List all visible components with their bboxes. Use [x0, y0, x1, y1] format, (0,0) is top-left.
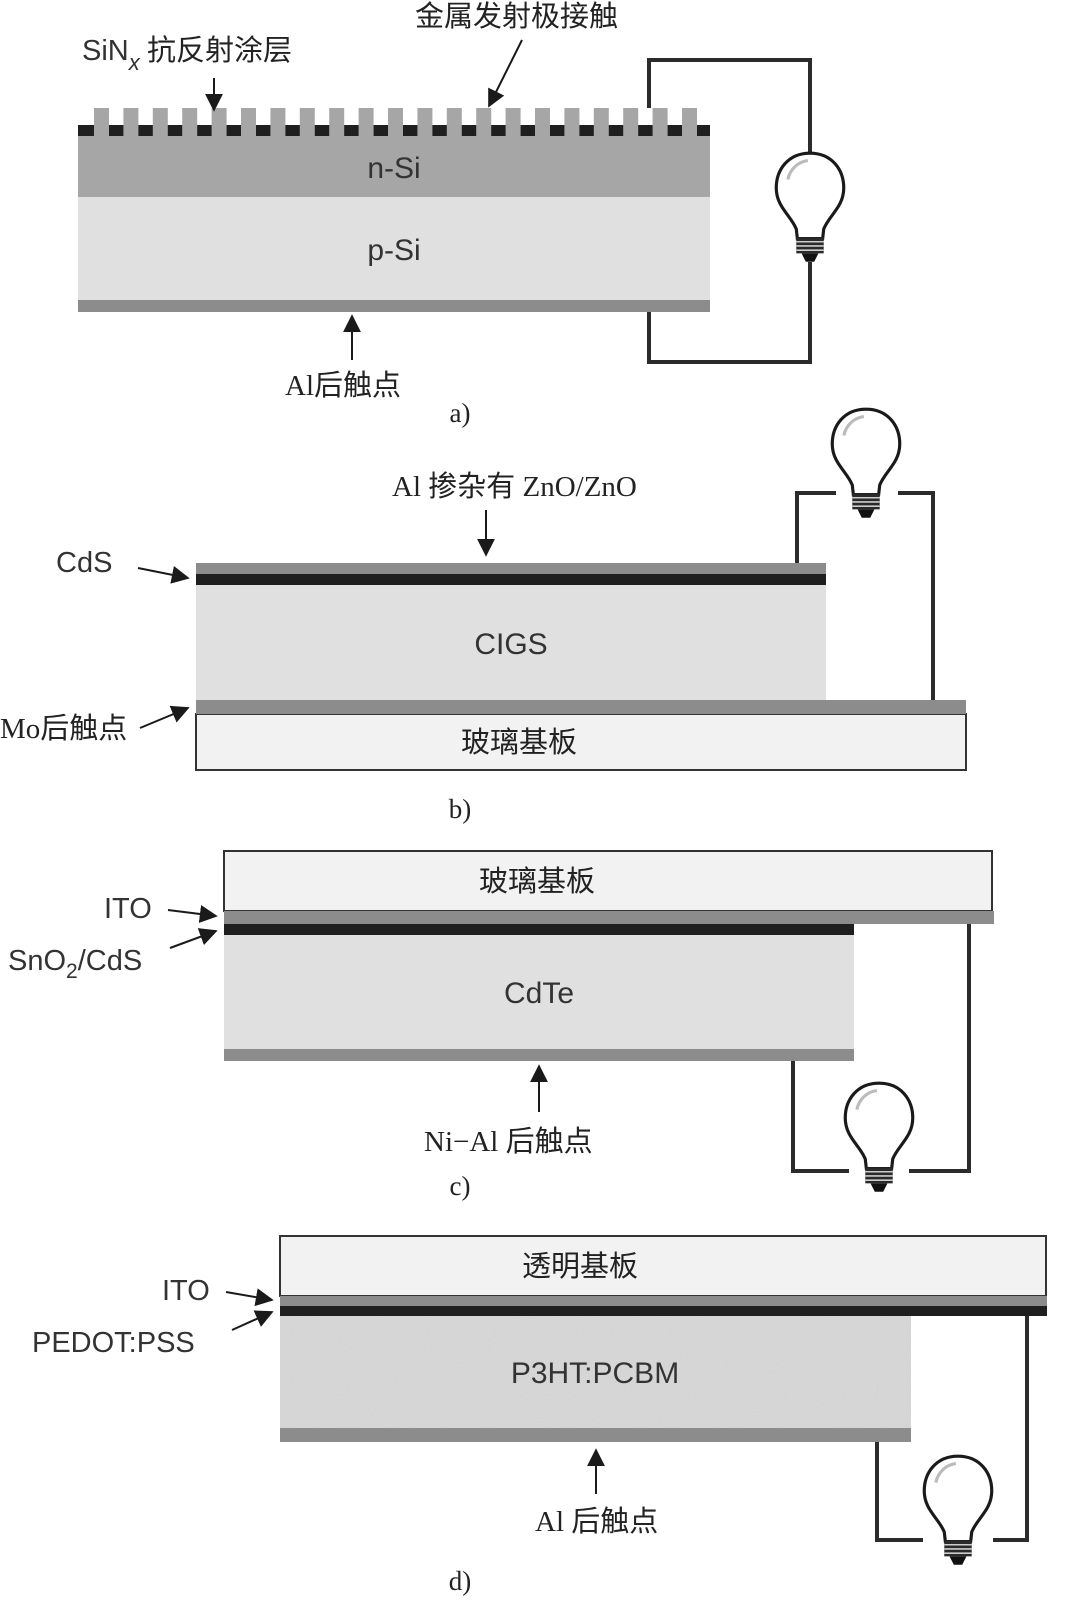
transparent-substrate	[279, 1235, 1047, 1297]
mo-back-contact-layer	[196, 700, 966, 714]
al-back-contact-layer	[280, 1428, 911, 1442]
emitter-contact-finger	[535, 108, 550, 136]
pedot-pss-label: PEDOT:PSS	[32, 1327, 195, 1359]
emitter-contact-finger	[593, 108, 609, 136]
mo-arrow	[139, 705, 190, 729]
cds-arrow	[137, 565, 190, 584]
cigs-layer	[196, 585, 826, 700]
emitter-contact-finger	[94, 108, 109, 136]
cds-layer	[196, 574, 826, 585]
emitter-contact-label: 金属发射极接触	[415, 0, 618, 33]
panel-b: CIGS 玻璃基板 Al 掺杂有 ZnO/ZnO CdS Mo后触点 b)	[0, 407, 967, 824]
ni-al-back-contact-layer	[224, 1049, 854, 1061]
al-back-contact-label: Al 后触点	[535, 1505, 658, 1538]
pedot-pss-layer	[280, 1306, 1047, 1316]
emitter-contact-finger	[211, 108, 227, 136]
ito-layer	[224, 911, 994, 924]
light-bulb-icon	[830, 407, 902, 520]
emitter-contact-finger	[446, 108, 462, 136]
ito-layer	[280, 1296, 1047, 1306]
ito-label: ITO	[162, 1275, 210, 1307]
light-bulb-icon	[843, 1081, 915, 1194]
glass-substrate	[223, 850, 993, 912]
pedot-pss-arrow	[231, 1310, 274, 1331]
emitter-contact-finger	[152, 108, 168, 136]
n-si-label: n-Si	[367, 152, 420, 185]
p-si-label: p-Si	[367, 234, 420, 267]
panel-a: n-Si p-Si SiNx 抗反射涂层 金属发射极接触 Al后触点 a)	[78, 0, 846, 428]
cdte-layer	[224, 935, 854, 1049]
al-back-contact-label: Al后触点	[285, 369, 401, 402]
light-bulb-icon	[922, 1454, 994, 1567]
emitter-contact-finger	[476, 108, 492, 136]
panel-a-label: a)	[450, 398, 471, 428]
emitter-contact-finger	[417, 108, 433, 136]
p3ht-pcbm-texture	[280, 1316, 911, 1428]
panel-c: 玻璃基板 CdTe ITO SnO2/CdS Ni−Al 后触点 c)	[8, 850, 994, 1201]
circuit-wire-b	[795, 491, 935, 700]
panel-d: 透明基板 P3HT:PCBM ITO PEDOT:PSS Al 后触点 d)	[32, 1235, 1047, 1596]
emitter-contact-finger	[241, 108, 256, 136]
ito-label: ITO	[104, 893, 152, 925]
emitter-contact-finger	[682, 108, 697, 136]
zno-layer	[196, 563, 826, 574]
p-si-layer	[78, 196, 710, 300]
mo-back-contact-label: Mo后触点	[0, 712, 127, 745]
p3ht-pcbm-label: P3HT:PCBM	[511, 1357, 679, 1390]
n-si-layer	[78, 135, 710, 197]
emitter-contact-finger	[388, 108, 403, 136]
circuit-wire-a	[647, 58, 812, 364]
emitter-contact-finger	[182, 108, 198, 136]
light-bulb-icon	[774, 151, 846, 264]
emitter-contact-finger	[123, 108, 139, 136]
sno2-cds-layer	[224, 924, 854, 935]
emitter-contact-finger	[505, 108, 521, 136]
panel-c-label: c)	[450, 1171, 471, 1201]
emitter-contact-arrow	[488, 39, 523, 108]
circuit-wire-d	[875, 1316, 1029, 1542]
ito-arrow	[167, 905, 218, 923]
sno2-cds-arrow	[169, 928, 218, 949]
circuit-wire-c	[791, 924, 971, 1173]
emitter-contact-finger	[329, 108, 345, 136]
emitter-contact-finger	[358, 108, 374, 136]
emitter-contact-finger	[564, 108, 580, 136]
ito-arrow	[225, 1288, 274, 1307]
glass-substrate-label: 玻璃基板	[461, 726, 577, 759]
sno2-cds-label: SnO2/CdS	[8, 945, 142, 983]
emitter-contact-fingers	[94, 108, 697, 136]
transparent-substrate-label: 透明基板	[522, 1250, 638, 1283]
al-back-contact-layer	[78, 300, 710, 312]
zno-label: Al 掺杂有 ZnO/ZnO	[392, 470, 637, 503]
cigs-label: CIGS	[474, 628, 547, 661]
glass-substrate	[195, 713, 967, 771]
emitter-contact-finger	[652, 108, 668, 136]
cds-label: CdS	[56, 547, 112, 579]
ni-al-back-contact-label: Ni−Al 后触点	[424, 1125, 593, 1158]
emitter-contact-finger	[623, 108, 639, 136]
glass-substrate-label: 玻璃基板	[479, 865, 595, 898]
cdte-label: CdTe	[504, 977, 574, 1010]
panel-b-label: b)	[449, 794, 472, 824]
emitter-contact-finger	[270, 108, 286, 136]
panel-d-label: d)	[449, 1566, 472, 1596]
emitter-contact-finger	[299, 108, 315, 136]
sinx-coating-label: SiNx 抗反射涂层	[82, 34, 292, 75]
